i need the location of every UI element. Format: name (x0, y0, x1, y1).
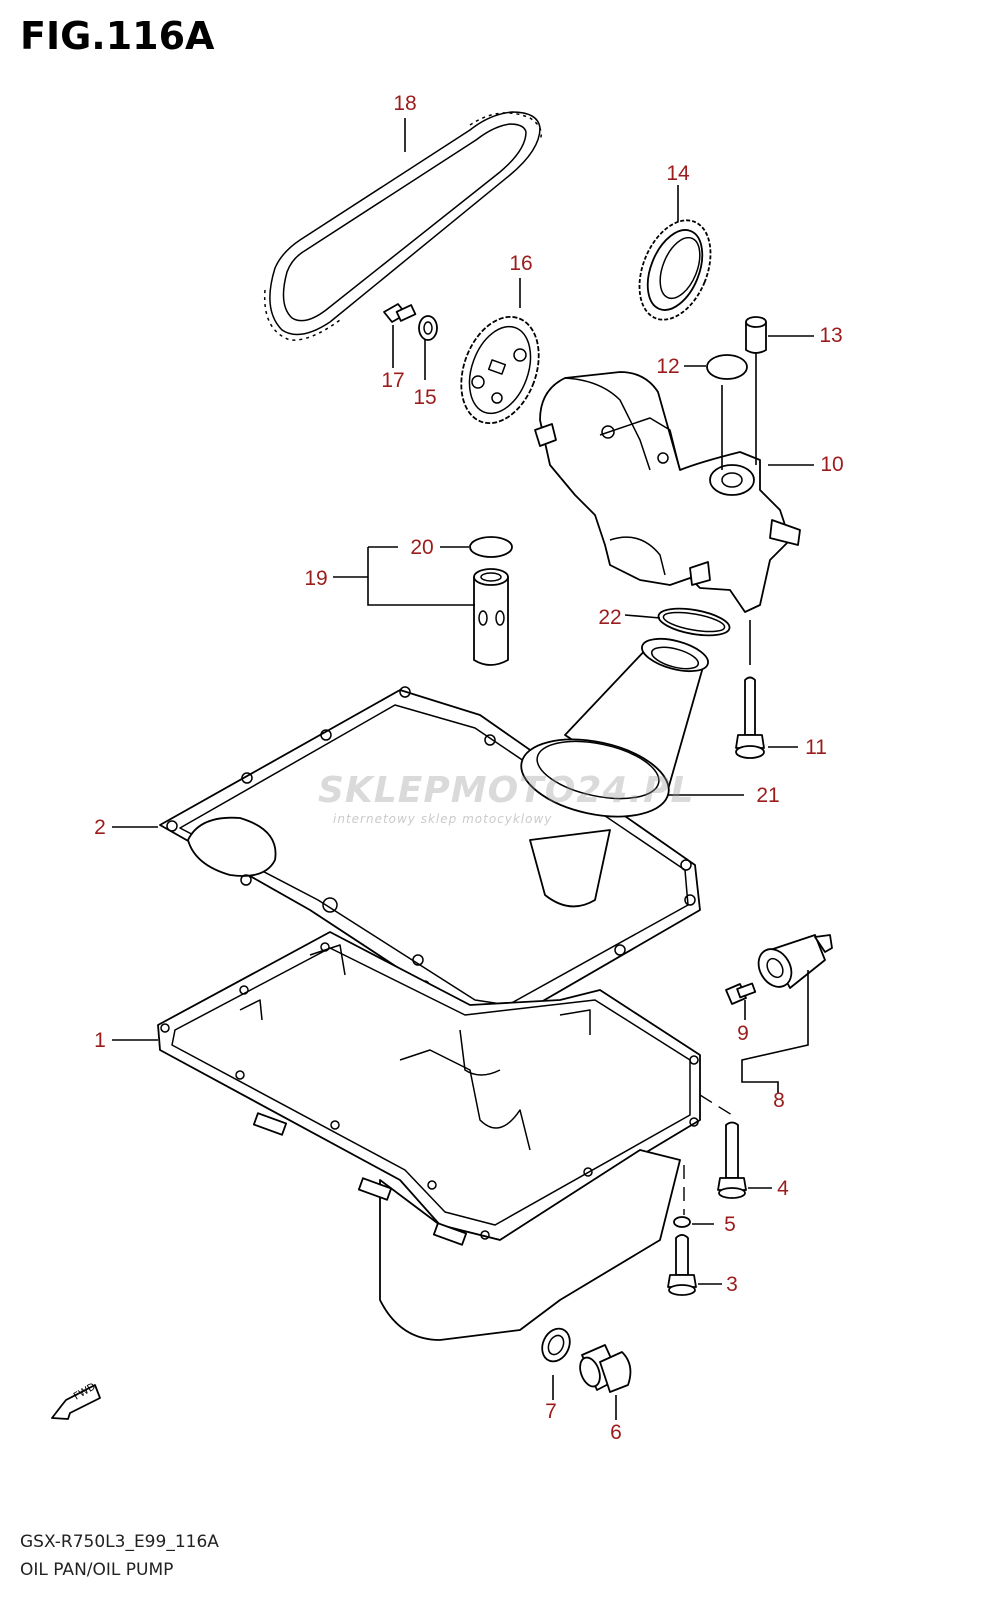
callout-12: 12 (656, 355, 679, 378)
callout-13: 13 (819, 324, 842, 347)
callout-18: 18 (393, 92, 416, 115)
callout-11: 11 (805, 736, 827, 759)
part-o-ring-20 (469, 536, 513, 558)
part-washer-15 (418, 315, 438, 341)
callout-15: 15 (413, 386, 436, 409)
callout-3: 3 (726, 1273, 738, 1296)
callout-17: 17 (381, 369, 404, 392)
callout-6: 6 (610, 1421, 622, 1444)
part-bolt-4 (717, 1121, 747, 1199)
part-bolt-17 (383, 303, 417, 323)
callout-19: 19 (304, 567, 327, 590)
figure-name: OIL PAN/OIL PUMP (20, 1560, 174, 1580)
part-sprocket-14 (638, 219, 712, 321)
part-pin-13 (745, 316, 767, 354)
callout-16: 16 (509, 252, 532, 275)
callout-1: 1 (94, 1029, 106, 1052)
callout-8: 8 (773, 1089, 785, 1112)
part-oil-pan-1 (157, 931, 701, 1341)
part-washer-5 (673, 1216, 691, 1228)
part-sprocket-16 (460, 315, 540, 425)
part-bolt-3 (667, 1234, 697, 1296)
part-pipe-19 (473, 568, 509, 666)
leader-lines (112, 118, 814, 1420)
part-oil-pump-10 (534, 371, 801, 613)
callout-7: 7 (545, 1400, 557, 1423)
callout-9: 9 (737, 1022, 749, 1045)
part-drain-plug-6 (579, 1344, 632, 1393)
callout-2: 2 (94, 816, 106, 839)
callout-4: 4 (777, 1177, 789, 1200)
callout-20: 20 (410, 536, 433, 559)
figure-title: FIG.116A (20, 14, 215, 58)
part-bolt-11 (735, 676, 765, 759)
part-o-ring-12 (706, 354, 748, 380)
part-o-ring-22 (657, 607, 731, 637)
callout-5: 5 (724, 1213, 736, 1236)
part-gasket-7 (541, 1327, 571, 1363)
callout-14: 14 (666, 162, 690, 185)
part-strainer-21 (520, 637, 709, 908)
callout-10: 10 (820, 453, 843, 476)
part-bolt-9 (725, 982, 757, 1005)
callout-21: 21 (756, 784, 779, 807)
part-chain (263, 111, 542, 341)
callout-22: 22 (598, 606, 621, 629)
callout-labels: 18 14 16 17 15 12 13 10 20 19 22 11 21 2… (94, 92, 844, 1444)
watermark-logo: SKLEPMOTO24.PL (318, 770, 695, 811)
fwd-arrow-icon: FWD (51, 1381, 101, 1420)
figure-code: GSX-R750L3_E99_116A (20, 1532, 219, 1552)
part-switch-8 (757, 934, 833, 989)
watermark-subtitle: internetowy sklep motocyklowy (333, 812, 553, 826)
